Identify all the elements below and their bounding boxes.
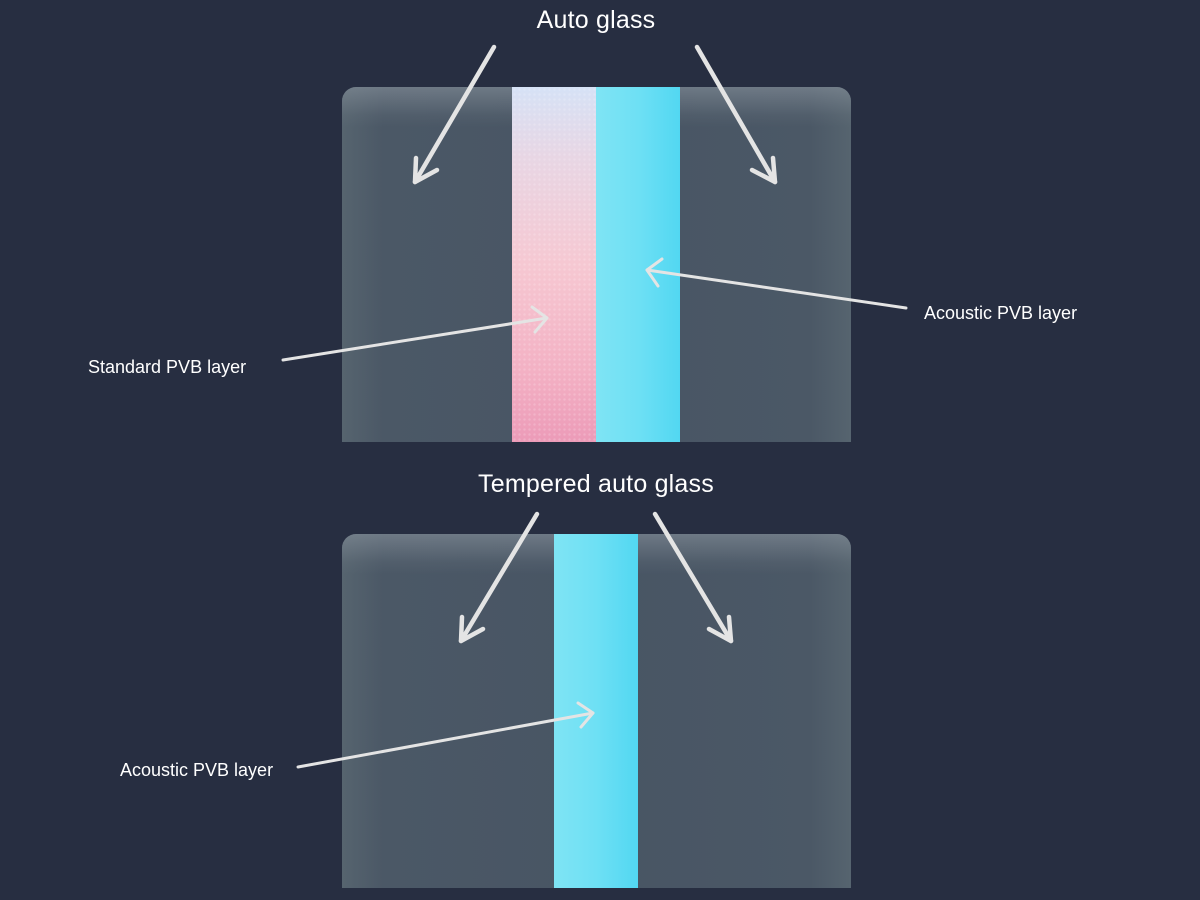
standard-layer-arrow — [281, 305, 549, 362]
top-diagram-title: Auto glass — [536, 6, 656, 34]
standard-pvb-layer — [512, 87, 596, 442]
top-left-glass-arrow — [412, 44, 497, 185]
bottom-right-glass-arrow — [652, 511, 734, 644]
top-acoustic-layer-label: Acoustic PVB layer — [924, 303, 1078, 323]
bottom-left-glass-arrow — [458, 511, 540, 644]
top-glass-pane — [342, 87, 851, 442]
bottom-acoustic-layer-arrow — [296, 701, 595, 769]
top-right-glass-arrow — [694, 44, 778, 185]
standard-layer-label: Standard PVB layer — [88, 357, 247, 377]
bottom-acoustic-layer-label: Acoustic PVB layer — [120, 760, 274, 780]
top-acoustic-pvb-layer — [596, 87, 680, 442]
bottom-glass-pane — [342, 534, 851, 888]
bottom-acoustic-pvb-layer — [554, 534, 638, 888]
bottom-diagram-title: Tempered auto glass — [478, 470, 714, 498]
top-acoustic-layer-arrow — [645, 257, 908, 310]
